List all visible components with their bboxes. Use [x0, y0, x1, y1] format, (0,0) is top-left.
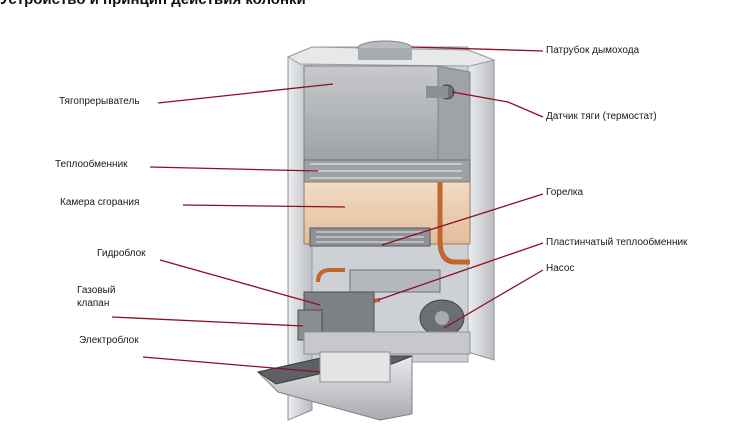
- diagram-title: Устройство и принцип действия колонки: [0, 0, 306, 8]
- copper-pipe-right: [437, 182, 470, 265]
- label-burner: Горелка: [546, 187, 584, 198]
- leader-heat-exchanger: [149, 166, 319, 172]
- label-draft-sensor: Датчик тяги (термостат): [546, 111, 657, 122]
- leader-draft-breaker: [157, 83, 334, 104]
- label-electro-block: Электроблок: [79, 335, 139, 346]
- leader-pump: [443, 269, 544, 329]
- leader-draft-sensor: [451, 91, 544, 118]
- label-pump: Насос: [546, 263, 575, 274]
- draft-sensor-mount: [426, 86, 448, 98]
- leader-combustion-chamber: [182, 204, 346, 208]
- leader-flue-pipe: [411, 46, 544, 52]
- leader-plate-heat-exchanger: [377, 242, 544, 301]
- label-draft-breaker: Тягопреры­ватель: [59, 96, 140, 107]
- flue-pipe-body: [358, 48, 412, 60]
- copper-pipe-left: [316, 268, 345, 283]
- label-flue-pipe: Патрубок дымохода: [546, 45, 640, 56]
- label-combustion-chamber: Камера сгорания: [60, 197, 140, 208]
- leader-gas-valve: [111, 316, 304, 327]
- leader-hydro-block: [159, 259, 321, 306]
- label-heat-exchanger: Теплообменник: [55, 159, 128, 170]
- label-gas-valve: Газовый клапан: [77, 285, 116, 309]
- label-plate-heat-exchanger: Пластинчатый теплообменник: [546, 237, 688, 248]
- control-panel-face: [319, 351, 391, 383]
- leader-burner: [381, 193, 544, 246]
- leader-electro-block: [142, 356, 321, 373]
- pump-center: [435, 311, 449, 325]
- label-hydro-block: Гидроблок: [97, 248, 146, 259]
